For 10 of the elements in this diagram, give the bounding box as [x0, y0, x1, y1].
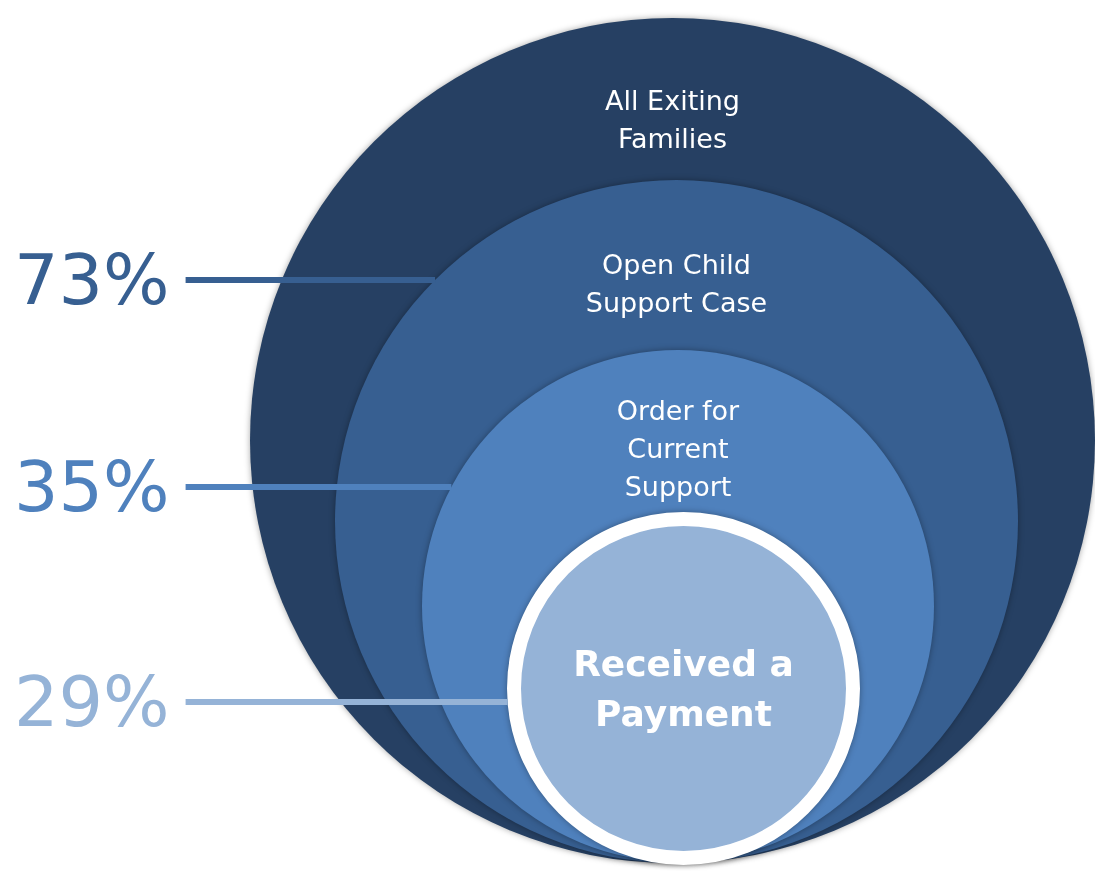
percentage-label: 73%: [14, 240, 170, 320]
leader-line: [185, 277, 436, 283]
percentage-label: 29%: [14, 662, 170, 742]
circle-label: Order for Current Support: [615, 394, 741, 504]
leader-line: [185, 699, 508, 705]
leader-line: [185, 484, 452, 490]
circle-label: Received a Payment: [572, 641, 795, 736]
circle-label: All Exiting Families: [604, 84, 741, 156]
circle-label: Open Child Support Case: [584, 248, 769, 320]
percentage-label: 35%: [14, 447, 170, 527]
